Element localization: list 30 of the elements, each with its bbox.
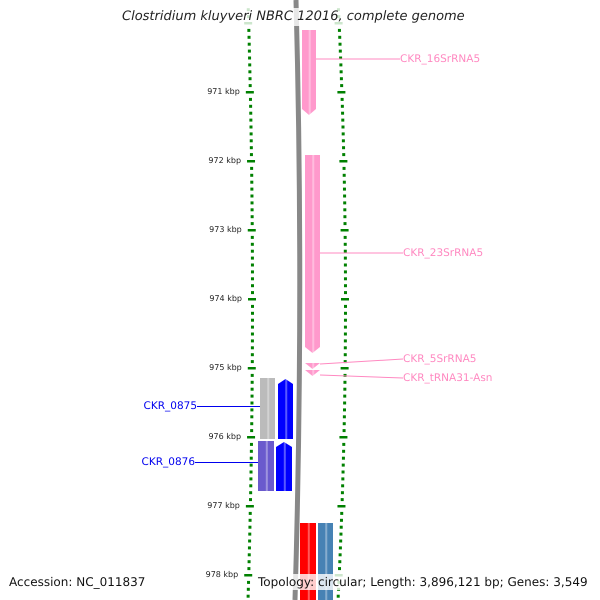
tick-label: 977 kbp <box>206 501 240 511</box>
tick-label: 971 kbp <box>206 87 240 97</box>
leader-line <box>320 374 404 378</box>
tick-label: 978 kbp <box>204 570 238 580</box>
tick-label: 975 kbp <box>208 363 242 373</box>
leader-line <box>320 358 404 364</box>
tick-label: 973 kbp <box>208 225 242 235</box>
feature-label: CKR_0875 <box>144 399 197 413</box>
gene-bar <box>258 441 274 491</box>
tick-label: 976 kbp <box>207 432 242 442</box>
accession-text: Accession: NC_011837 <box>9 574 146 590</box>
leader-line <box>316 58 400 60</box>
feature-label: CKR_16SrRNA5 <box>400 52 480 66</box>
leader-line <box>320 252 404 254</box>
feature-label: CKR_tRNA31-Asn <box>403 371 492 385</box>
tick-label: 974 kbp <box>208 294 242 304</box>
leader-line <box>196 406 260 407</box>
genome-info-text: Topology: circular; Length: 3,896,121 bp; Genes: 3,549 <box>258 574 588 590</box>
gene-bar <box>276 442 292 491</box>
gene-bar <box>278 379 293 439</box>
chevron-marker <box>305 363 320 369</box>
tick-label: 972 kbp <box>207 156 242 166</box>
chevron-marker <box>305 370 320 376</box>
leader-line <box>194 462 258 463</box>
feature-label: CKR_0876 <box>142 455 195 469</box>
gene-bar <box>260 378 275 439</box>
gene-bar <box>305 155 320 353</box>
feature-label: CKR_5SrRNA5 <box>403 352 476 366</box>
feature-label: CKR_23SrRNA5 <box>403 246 484 260</box>
gene-bar <box>302 30 316 115</box>
